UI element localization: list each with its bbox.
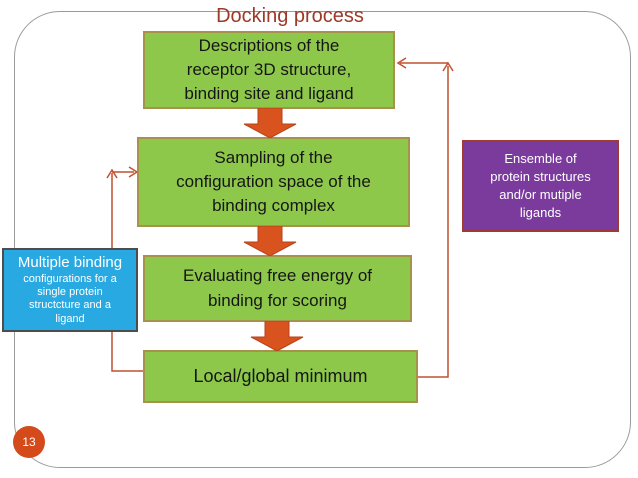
flow-box-minimum-text: Local/global minimum [193,365,368,386]
flow-box-evaluating-text: Evaluating free energy of binding for sc… [182,266,372,310]
page-number-badge: 13 [13,426,45,458]
note-multiple-binding-heading: Multiple binding [17,253,123,271]
slide-border [14,11,631,468]
flow-box-evaluating: Evaluating free energy of binding for sc… [143,255,412,322]
flow-box-sampling-text: Sampling of the configuration space of t… [176,147,371,216]
note-ensemble-text: Ensemble of protein structures and/or mu… [490,151,591,220]
note-multiple-binding: Multiple binding configurations for a si… [2,248,138,332]
flow-box-sampling: Sampling of the configuration space of t… [137,137,410,227]
slide-title: Docking process [216,5,364,27]
note-ensemble: Ensemble of protein structures and/or mu… [462,140,619,232]
note-multiple-binding-body: configurations for a single protein stru… [23,272,117,325]
flow-box-descriptions-text: Descriptions of the receptor 3D structur… [184,35,354,104]
flow-box-descriptions: Descriptions of the receptor 3D structur… [143,31,395,109]
flow-box-minimum: Local/global minimum [143,350,418,403]
page-number: 13 [22,435,36,449]
